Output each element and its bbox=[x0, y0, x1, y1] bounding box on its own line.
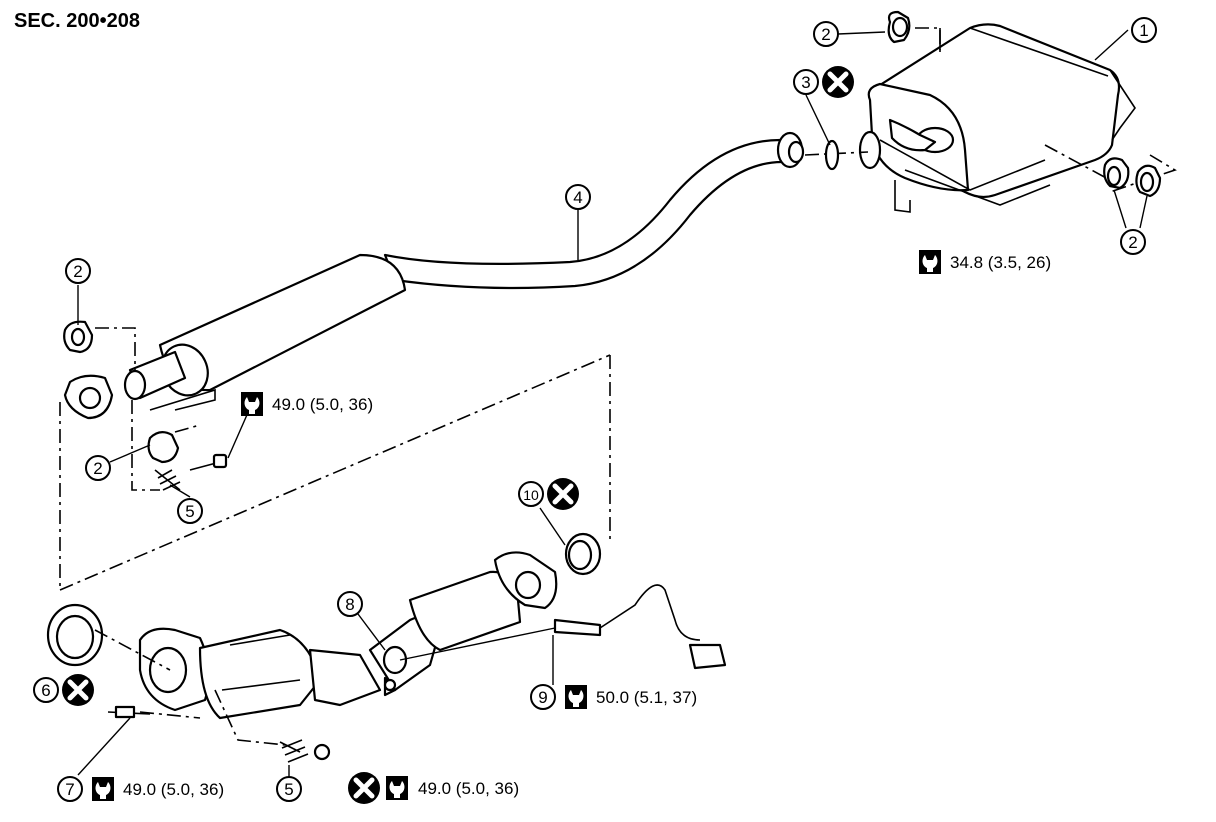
svg-text:49.0 (5.0, 36): 49.0 (5.0, 36) bbox=[123, 780, 224, 799]
callout-9: 9 bbox=[530, 684, 556, 710]
rubber-mount-right-b bbox=[1135, 164, 1162, 198]
callout-6: 6 bbox=[33, 674, 94, 706]
callout-1: 1 bbox=[1131, 17, 1157, 43]
svg-text:1: 1 bbox=[1139, 21, 1148, 40]
catalytic-converter bbox=[138, 551, 558, 720]
rubber-mount-left-top bbox=[63, 320, 94, 354]
svg-text:50.0 (5.1, 37): 50.0 (5.1, 37) bbox=[596, 688, 697, 707]
svg-text:4: 4 bbox=[573, 188, 582, 207]
mounting-guide-lines-left bbox=[59, 327, 611, 591]
callout-8: 8 bbox=[337, 591, 363, 617]
torque-wrench-icon bbox=[92, 777, 114, 801]
callout-2-left-top: 2 bbox=[65, 258, 91, 284]
spring-lower bbox=[279, 739, 331, 763]
pre-muffler bbox=[63, 253, 407, 420]
svg-text:34.8 (3.5, 26): 34.8 (3.5, 26) bbox=[950, 253, 1051, 272]
center-exhaust-pipe bbox=[383, 131, 805, 290]
heated-oxygen-sensor bbox=[399, 584, 727, 670]
svg-text:2: 2 bbox=[821, 25, 830, 44]
rubber-mount-left-bottom bbox=[147, 431, 180, 464]
callout-2-left-bottom: 2 bbox=[85, 455, 111, 481]
torque-spec-muffler: 34.8 (3.5, 26) bbox=[919, 250, 1051, 274]
spring-bolt-upper bbox=[154, 453, 228, 491]
callout-7: 7 bbox=[57, 776, 83, 802]
do-not-reuse-icon bbox=[62, 674, 94, 706]
callout-2-top: 2 bbox=[813, 21, 839, 47]
svg-text:49.0 (5.0, 36): 49.0 (5.0, 36) bbox=[272, 395, 373, 414]
torque-wrench-icon bbox=[919, 250, 941, 274]
torque-wrench-icon bbox=[386, 776, 408, 800]
gasket-muffler bbox=[824, 139, 840, 171]
torque-spec-sensor: 50.0 (5.1, 37) bbox=[565, 685, 697, 709]
callout-3: 3 bbox=[793, 66, 854, 98]
torque-wrench-icon bbox=[241, 392, 263, 416]
torque-spec-stud: 49.0 (5.0, 36) bbox=[92, 777, 224, 801]
svg-text:2: 2 bbox=[1128, 233, 1137, 252]
callout-5-lower: 5 bbox=[276, 776, 302, 802]
svg-text:9: 9 bbox=[538, 688, 547, 707]
svg-text:3: 3 bbox=[801, 73, 810, 92]
do-not-reuse-icon bbox=[547, 478, 579, 510]
torque-spec-nut: 49.0 (5.0, 36) bbox=[348, 772, 519, 804]
svg-text:6: 6 bbox=[41, 681, 50, 700]
svg-text:5: 5 bbox=[284, 780, 293, 799]
do-not-reuse-icon bbox=[822, 66, 854, 98]
callout-2-right: 2 bbox=[1120, 229, 1146, 255]
main-muffler bbox=[858, 23, 1136, 213]
svg-text:8: 8 bbox=[345, 595, 354, 614]
gasket-catalyst bbox=[564, 532, 602, 576]
callout-5-upper: 5 bbox=[177, 498, 203, 524]
stud-bolt-lower bbox=[107, 705, 151, 719]
gasket-manifold bbox=[46, 603, 104, 667]
do-not-reuse-icon bbox=[348, 772, 380, 804]
section-title: SEC. 200•208 bbox=[14, 10, 140, 32]
callout-10: 10 bbox=[518, 478, 579, 510]
svg-text:49.0 (5.0, 36): 49.0 (5.0, 36) bbox=[418, 779, 519, 798]
svg-text:7: 7 bbox=[65, 780, 74, 799]
guide-lines-lower bbox=[94, 629, 286, 746]
callout-4: 4 bbox=[565, 184, 591, 210]
svg-text:5: 5 bbox=[185, 502, 194, 521]
svg-text:2: 2 bbox=[93, 459, 102, 478]
svg-text:10: 10 bbox=[523, 487, 539, 503]
torque-spec-premuffler: 49.0 (5.0, 36) bbox=[241, 392, 373, 416]
leader-lines bbox=[77, 29, 1148, 777]
rubber-mount-top bbox=[887, 10, 911, 44]
torque-wrench-icon bbox=[565, 685, 587, 709]
rubber-mount-right-a bbox=[1103, 157, 1130, 190]
svg-text:2: 2 bbox=[73, 262, 82, 281]
